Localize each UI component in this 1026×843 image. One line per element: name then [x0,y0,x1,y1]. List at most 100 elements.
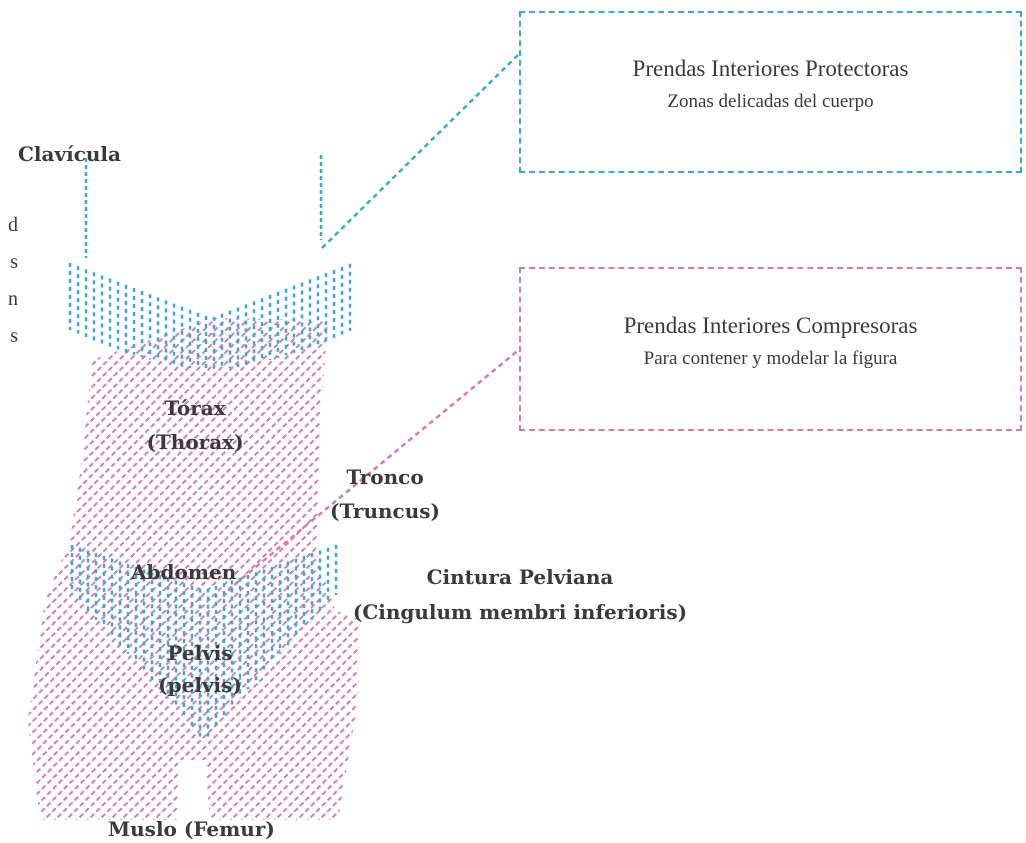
hatch-line [398,140,1026,840]
label-pelvis-name: Pelvis [167,641,233,665]
hatch-line [89,318,360,820]
compressive-connector [227,347,522,591]
cut-off-char: d [8,214,18,236]
label-torax-latin: (Thorax) [146,430,244,454]
hatch-line [111,318,360,820]
hatch-line [45,318,360,820]
hatch-line [28,318,208,820]
hatch-line [431,140,1026,840]
hatch-line [232,318,360,820]
hatch-line [122,318,360,820]
hatch-line [28,318,360,820]
hatch-line [28,318,285,820]
hatch-line [794,140,1026,840]
hatch-line [100,318,360,820]
hatch-line [563,140,1026,840]
hatch-line [144,318,360,820]
hatch-line [28,318,360,820]
hatch-line [28,318,360,820]
protective-subtitle: Zonas delicadas del cuerpo [667,91,874,112]
label-pelvis: Pelvis (pelvis) [125,641,275,697]
hatch-line [948,140,1026,840]
hatch-line [67,318,360,820]
label-torax-name: Tórax [164,396,226,420]
hatch-line [530,140,1026,840]
hatch-line [585,140,1026,840]
hatch-line [519,140,1026,840]
hatch-line [28,318,296,820]
hatch-line [651,140,1026,840]
hatch-line [750,140,1026,840]
hatch-line [34,318,360,820]
protective-garments-box: Prendas Interiores Protectoras Zonas del… [519,11,1022,173]
cut-off-char: s [10,325,18,347]
hatch-line [28,318,360,820]
hatch-line [409,140,1026,840]
hatch-line [772,140,1026,840]
label-cintura-name: Cintura Pelviana [426,565,614,589]
hatch-line [28,318,164,820]
hatch-line [442,140,1026,840]
hatch-line [805,140,1026,840]
hatch-line [926,140,1026,840]
hatch-line [376,140,1026,840]
hatch-line [618,140,1026,840]
hatch-line [28,318,360,820]
label-cintura: Cintura Pelviana (Cingulum membri inferi… [310,565,730,624]
hatch-line [28,318,360,820]
hatch-line [188,318,360,820]
hatch-line [695,140,1026,840]
hatch-line [28,318,360,820]
hatch-line [739,140,1026,840]
cut-off-char: n [8,288,18,310]
hatch-line [464,140,1026,840]
hatch-line [166,318,360,820]
label-abdomen: Abdomen [131,560,237,584]
hatch-line [210,318,360,820]
hatch-line [904,140,1026,840]
hatch-line [706,140,1026,840]
hatch-line [783,140,1026,840]
hatch-line [959,140,1026,840]
hatch-line [28,318,252,820]
hatch-line [28,318,360,820]
label-tronco: Tronco (Truncus) [300,465,470,523]
label-tronco-latin: (Truncus) [330,499,440,523]
hatch-line [221,318,360,820]
hatch-line [56,318,360,820]
hatch-line [133,318,360,820]
hatch-line [970,140,1026,840]
hatch-line [849,140,1026,840]
hatch-line [552,140,1026,840]
hatch-line [596,140,1026,840]
label-muslo: Muslo (Femur) [108,817,275,841]
compressive-garments-box: Prendas Interiores Compresoras Para cont… [519,267,1022,431]
label-tronco-name: Tronco [346,465,424,489]
hatch-line [1003,140,1026,840]
hatch-line [387,140,1026,840]
hatch-line [28,318,219,820]
hatch-line [497,140,1026,840]
hatch-line [420,140,1026,840]
hatch-line [673,140,1026,840]
hatch-line [860,140,1026,840]
compressive-subtitle: Para contener y modelar la figura [643,348,898,369]
protective-title: Prendas Interiores Protectoras [632,56,909,81]
hatch-line [28,318,186,820]
hatch-line [155,318,360,820]
hatch-line [453,140,1026,840]
hatch-line [28,318,329,820]
hatch-line [728,140,1026,840]
hatch-line [28,318,360,820]
hatch-line [28,318,360,820]
hatch-line [541,140,1026,840]
hatch-line [607,140,1026,840]
hatch-line [871,140,1026,840]
hatch-line [893,140,1026,840]
hatch-line [816,140,1026,840]
hatch-line [177,318,360,820]
hatch-line [28,318,318,820]
hatch-line [199,318,360,820]
hatch-line [761,140,1026,840]
